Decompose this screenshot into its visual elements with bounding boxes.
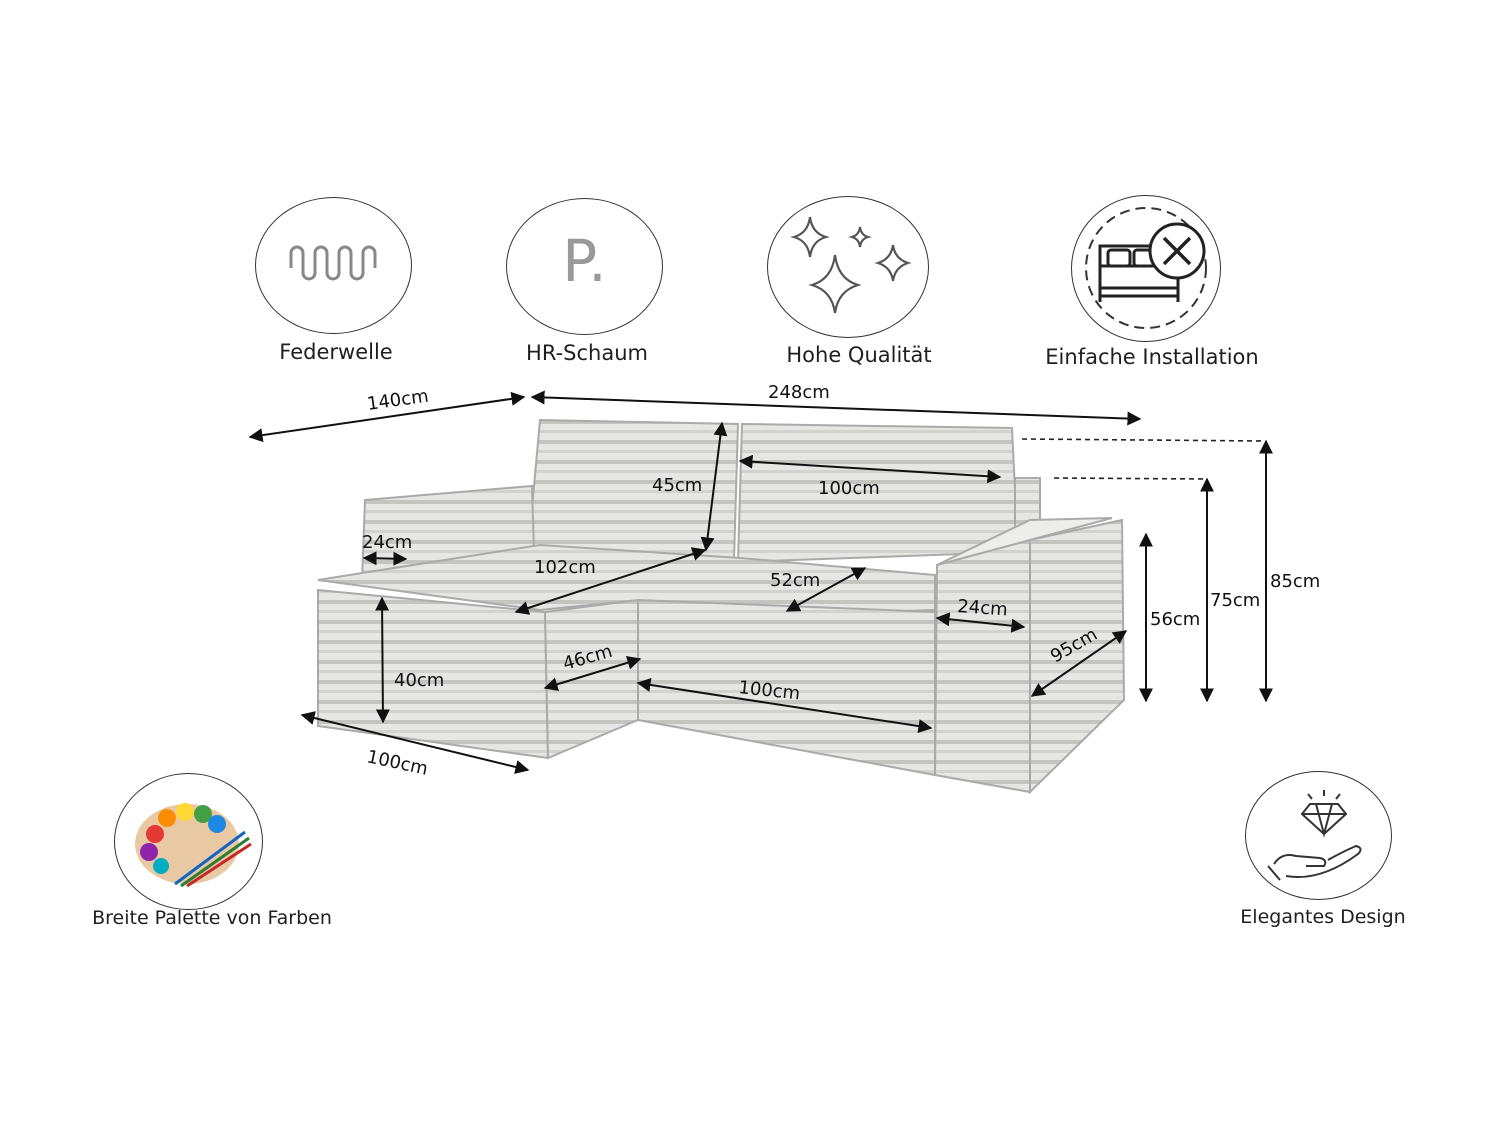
dim-arm-height: 56cm	[1150, 609, 1200, 630]
bed-tools-icon	[1085, 207, 1207, 329]
dim-back-width: 100cm	[818, 478, 880, 499]
label-hr-schaum: HR-Schaum	[526, 341, 648, 365]
chaise-side	[543, 598, 639, 760]
height-guides	[1021, 438, 1266, 480]
design-circle	[1245, 771, 1392, 900]
dim-width-total: 248cm	[768, 382, 830, 403]
hr-schaum-circle: P.	[506, 198, 663, 335]
dim-line-seat-depth	[785, 567, 867, 612]
dim-line-seat-height	[375, 596, 390, 724]
dim-chaise-width: 100cm	[365, 746, 430, 779]
dim-seat-depth: 52cm	[770, 570, 820, 591]
dim-line-front-width	[636, 677, 933, 734]
dim-chaise-length: 102cm	[534, 557, 596, 578]
dim-line-armrest-left	[362, 551, 408, 566]
dim-armrest-left: 24cm	[362, 532, 412, 553]
dim-line-back-height	[700, 421, 728, 552]
dim-line-chaise-length	[514, 547, 707, 615]
federwelle-circle	[255, 197, 412, 334]
installation-circle	[1071, 195, 1221, 342]
dim-armrest-right: 24cm	[957, 596, 1009, 620]
dim-line-back-width	[738, 454, 1002, 484]
sparkles-icon	[790, 216, 912, 314]
armrest-right-front	[933, 538, 1031, 794]
color-palette-icon	[135, 803, 252, 888]
dim-seat-height: 40cm	[394, 670, 444, 691]
label-federwelle: Federwelle	[279, 340, 393, 364]
dim-line-depth-total	[248, 391, 526, 443]
quality-circle	[767, 196, 929, 338]
dim-line-width-total	[530, 390, 1142, 426]
dim-depth-total: 140cm	[366, 386, 430, 415]
label-farben: Breite Palette von Farben	[92, 907, 332, 929]
label-einfache-installation: Einfache Installation	[1045, 345, 1259, 369]
armrest-right-top	[936, 517, 1113, 566]
dim-line-chaise-width	[300, 711, 530, 774]
dimension-lines	[248, 390, 1273, 774]
spring-wave-icon	[289, 245, 377, 281]
label-elegantes-design: Elegantes Design	[1240, 906, 1406, 928]
palette-circle	[114, 773, 263, 910]
dim-height-mid: 75cm	[1210, 590, 1260, 611]
dim-back-height: 45cm	[652, 475, 702, 496]
diamond-hand-icon	[1267, 790, 1362, 881]
label-hohe-qualitaet: Hohe Qualität	[786, 343, 932, 367]
foam-p-icon: P.	[562, 227, 607, 295]
dim-height-total: 85cm	[1270, 571, 1320, 592]
dim-line-arm-depth	[1030, 630, 1128, 697]
dim-line-chaise-depth	[543, 655, 642, 692]
dim-line-armrest-right	[935, 612, 1026, 633]
